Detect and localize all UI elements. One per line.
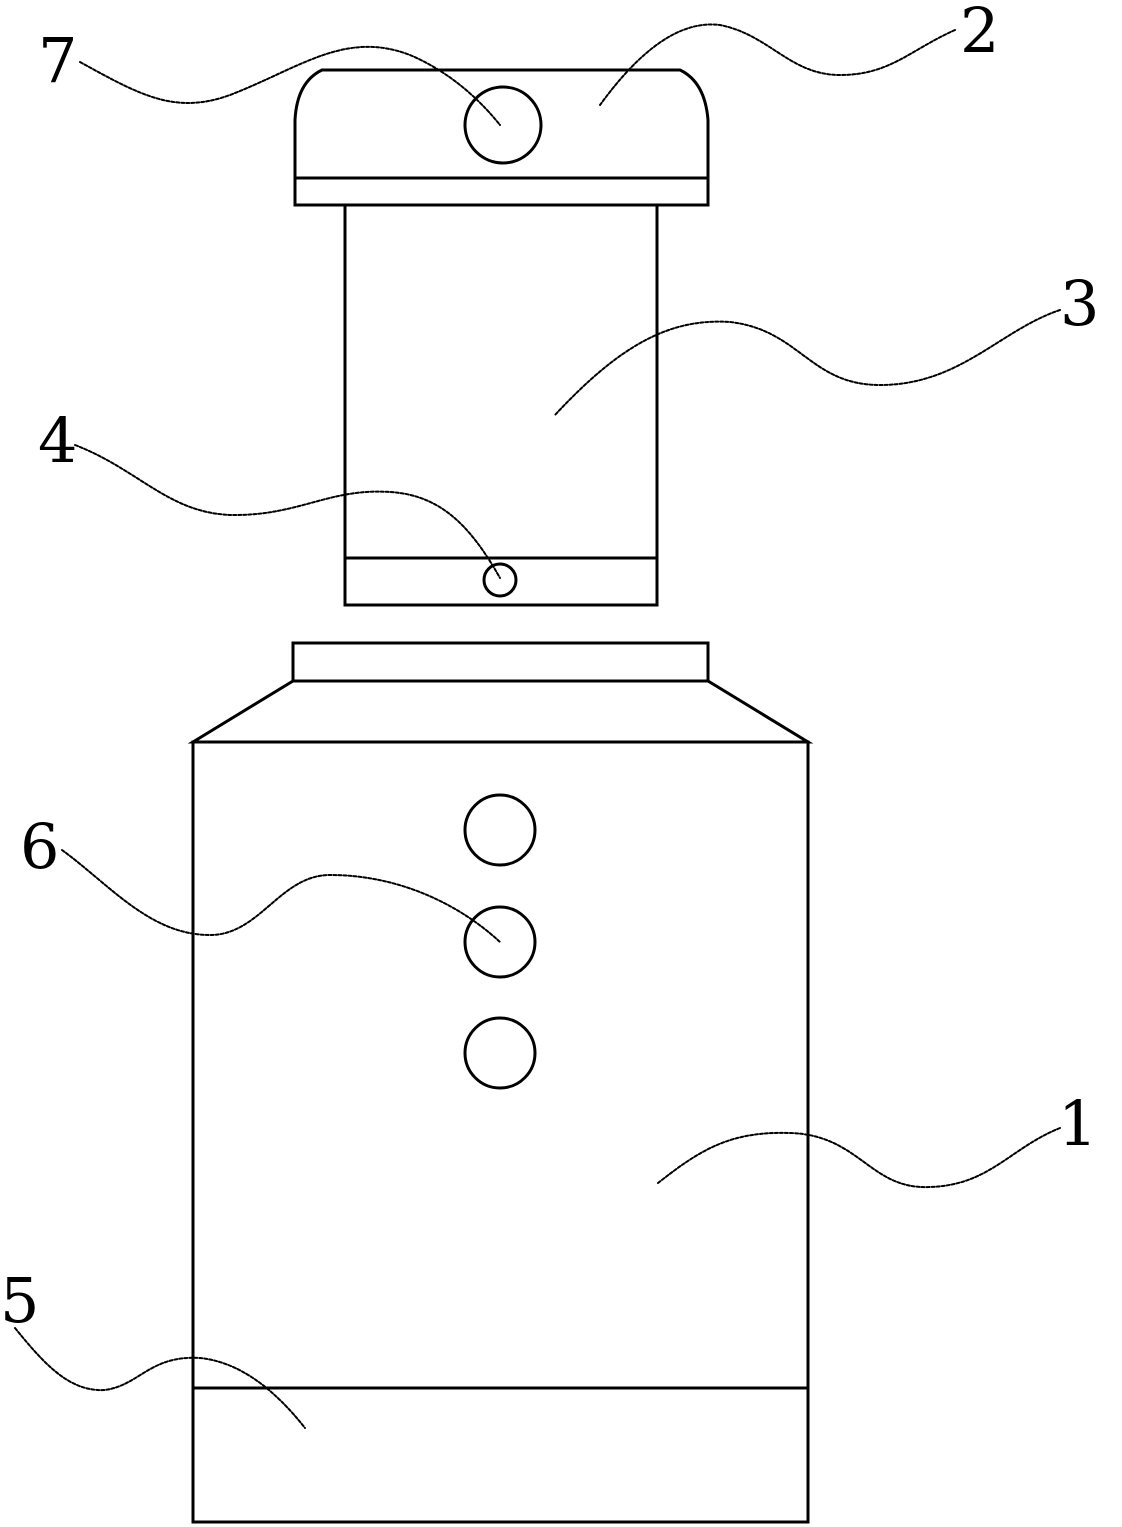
leader-lines <box>14 23 1061 1429</box>
label-5: 5 <box>0 1264 39 1337</box>
label-3: 3 <box>1060 267 1099 340</box>
leader-3 <box>554 309 1061 416</box>
main-body <box>187 641 814 1524</box>
button-bottom <box>463 1016 537 1090</box>
button-top <box>463 793 537 867</box>
label-7: 7 <box>38 24 77 97</box>
cup <box>343 203 659 607</box>
leader-2 <box>599 23 956 106</box>
leader-4 <box>74 444 501 579</box>
leader-5 <box>14 1327 306 1429</box>
cup-hole <box>482 562 518 598</box>
leader-6 <box>61 849 501 943</box>
label-2: 2 <box>960 0 999 67</box>
leader-1 <box>657 1127 1061 1189</box>
label-1: 1 <box>1058 1087 1097 1160</box>
leader-7 <box>79 45 501 126</box>
lid <box>293 68 710 207</box>
reference-labels: 7 2 3 4 6 1 5 <box>0 0 1099 1337</box>
label-4: 4 <box>38 404 77 477</box>
label-6: 6 <box>20 810 59 883</box>
